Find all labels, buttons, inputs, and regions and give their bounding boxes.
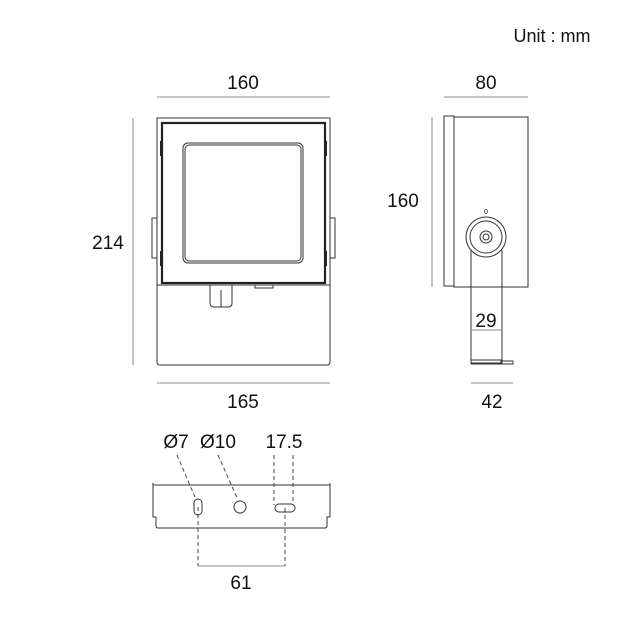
angle-zero: 0	[484, 209, 488, 216]
tilt-screw-center	[482, 233, 490, 241]
dim-side-height: 160	[387, 191, 419, 212]
bracket-tip	[500, 360, 514, 365]
dim-depth: 80	[475, 73, 496, 94]
clip-icon	[324, 141, 327, 156]
side-tab	[329, 217, 336, 259]
bottom-plate	[152, 483, 331, 529]
clip-icon	[160, 141, 163, 156]
frame	[160, 121, 327, 285]
lens-inner	[184, 144, 302, 262]
leader-lines	[176, 454, 294, 566]
front-view: 160 214 165	[92, 73, 336, 413]
dim-spacing: 61	[230, 573, 251, 594]
dim-width-top: 160	[227, 73, 259, 94]
clip-icon	[160, 251, 163, 266]
vent	[254, 284, 274, 289]
tilt-scale	[469, 220, 503, 254]
tilt-screw	[479, 230, 493, 244]
housing-outline	[156, 117, 331, 286]
lens	[182, 142, 304, 264]
dim-slot: 17.5	[266, 432, 303, 453]
side-tab	[151, 217, 158, 259]
dim-bracket-width: 29	[475, 311, 496, 332]
tilt-knob	[465, 216, 507, 258]
hole-large	[233, 500, 247, 514]
dim-width-bottom: 165	[227, 392, 259, 413]
front-plate	[443, 115, 455, 287]
dim-hole-large: Ø10	[200, 432, 236, 453]
unit-label: Unit : mm	[513, 26, 590, 46]
side-body	[453, 116, 529, 288]
dim-hole-small: Ø7	[163, 432, 188, 453]
dim-height: 214	[92, 233, 124, 254]
mounting-bracket	[156, 285, 331, 366]
bracket-arm	[470, 250, 503, 364]
dim-foot-depth: 42	[481, 392, 502, 413]
bottom-view: Ø7 Ø10 17.5 61	[152, 432, 331, 594]
cable-gland	[209, 285, 233, 308]
side-view: 80 160 0 29 42	[387, 73, 529, 413]
clip-icon	[324, 251, 327, 266]
